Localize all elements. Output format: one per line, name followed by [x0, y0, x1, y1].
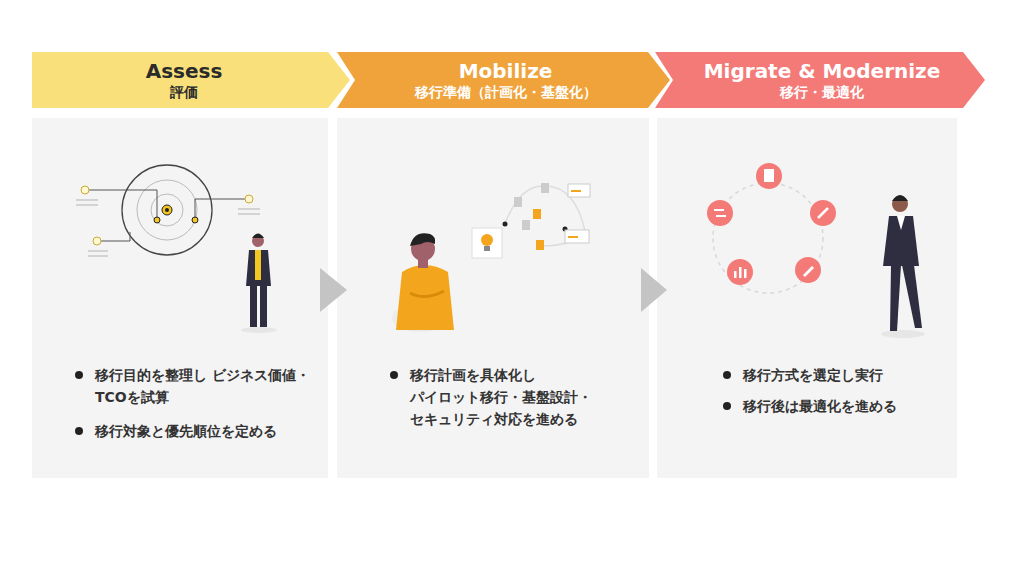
bullet-dot — [390, 371, 398, 379]
phase-subtitle: 移行準備（計画化・基盤化） — [415, 83, 597, 102]
chevron-fill — [337, 52, 670, 108]
phase-panel: 移行計画を具体化し パイロット移行・基盤設計・ セキュリティ対応を進める — [337, 118, 649, 478]
arrow-head — [320, 268, 347, 312]
phase-panel: 移行目的を整理し ビジネス価値・TCOを試算移行対象と優先順位を定める — [32, 118, 328, 478]
person-figure — [241, 234, 277, 334]
bullet-text: 移行計画を具体化し パイロット移行・基盤設計・ セキュリティ対応を進める — [410, 364, 610, 430]
bullet-dot — [75, 427, 83, 435]
bullet-text: 移行対象と優先順位を定める — [95, 420, 325, 442]
phase-subtitle: 評価 — [170, 83, 198, 102]
flow-arrow — [641, 268, 667, 312]
bullet-text: 移行目的を整理し ビジネス価値・TCOを試算 — [95, 364, 325, 408]
phase-subtitle: 移行・最適化 — [780, 83, 864, 102]
bullet-dot — [723, 371, 731, 379]
bullet-dot — [723, 402, 731, 410]
network-illustration — [472, 183, 590, 258]
bullet-text: 移行方式を選定し実行 — [743, 364, 943, 386]
phase-chevron: Assess評価 — [32, 52, 350, 108]
person-figure — [392, 233, 454, 332]
chevron-fill — [655, 52, 985, 108]
target-illustration — [76, 165, 260, 256]
person-figure — [881, 195, 925, 338]
chevron-fill — [32, 52, 350, 108]
phase-title: Migrate & Modernize — [704, 59, 941, 83]
phase-panel: 移行方式を選定し実行移行後は最適化を進める — [657, 118, 957, 478]
arrow-head — [641, 268, 667, 312]
cycle-illustration — [707, 163, 836, 293]
phase-title: Mobilize — [459, 59, 553, 83]
flow-arrow — [320, 268, 347, 312]
phase-chevron: Migrate & Modernize移行・最適化 — [655, 52, 985, 108]
phase-chevron: Mobilize移行準備（計画化・基盤化） — [337, 52, 670, 108]
bullet-dot — [75, 371, 83, 379]
phase-title: Assess — [146, 59, 223, 83]
bullet-text: 移行後は最適化を進める — [743, 395, 943, 417]
